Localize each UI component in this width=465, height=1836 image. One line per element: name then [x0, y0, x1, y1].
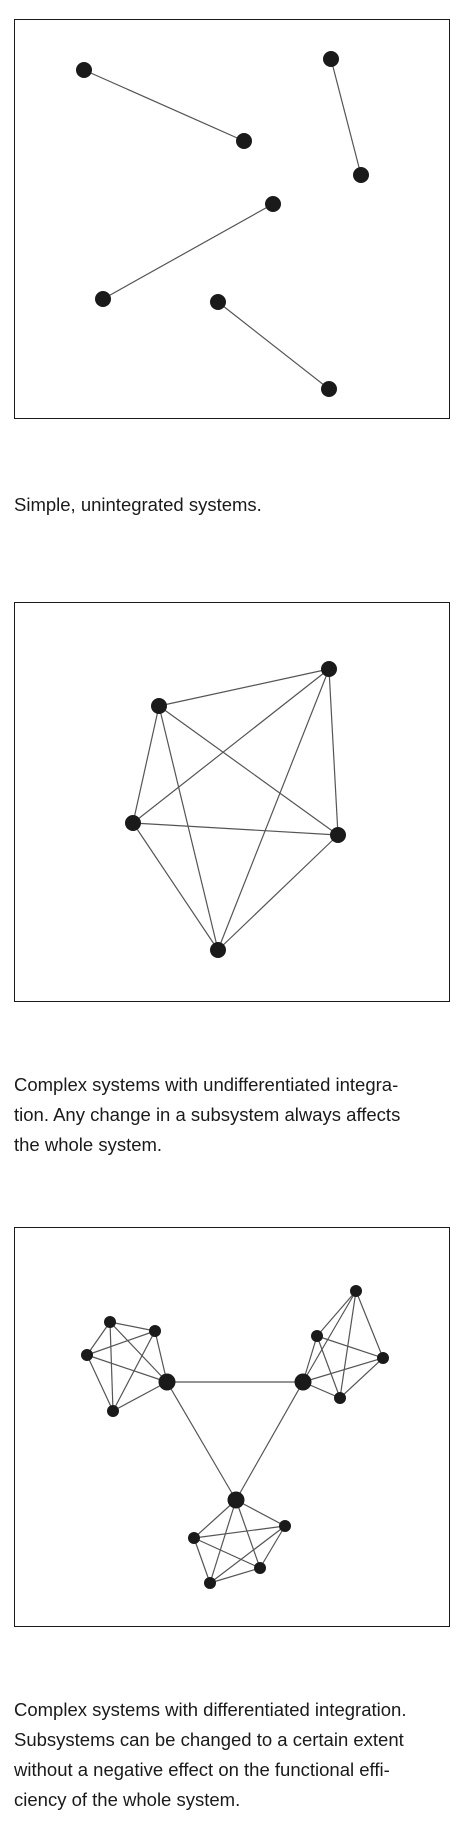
network-edge: [193, 1537, 211, 1584]
network-node: [265, 196, 281, 212]
network-node: [377, 1352, 389, 1364]
network-edge: [235, 1499, 261, 1569]
network-node: [188, 1532, 200, 1544]
network-edge: [193, 1525, 286, 1539]
network-edge: [132, 668, 330, 824]
network-node: [353, 167, 369, 183]
network-edge: [132, 822, 339, 836]
network-edge: [209, 1567, 261, 1584]
network-node: [204, 1577, 216, 1589]
network-node: [321, 661, 337, 677]
network-node: [95, 291, 111, 307]
network-edge: [102, 203, 274, 300]
network-edge: [302, 1290, 357, 1383]
network-node: [323, 51, 339, 67]
diagram-panel-undifferentiated: [14, 602, 450, 1002]
network-edge: [154, 1330, 168, 1383]
network-node: [279, 1520, 291, 1532]
network-edge: [109, 1321, 114, 1412]
network-edge: [112, 1381, 168, 1412]
network-node: [330, 827, 346, 843]
network-edge: [339, 1290, 357, 1399]
network-edge: [132, 822, 219, 951]
network-edge: [109, 1321, 168, 1383]
network-edge: [339, 1357, 384, 1399]
network-edge: [235, 1499, 286, 1527]
network-node: [254, 1562, 266, 1574]
network-edge: [158, 705, 219, 951]
network-edge: [86, 1354, 168, 1383]
network-edge: [259, 1525, 286, 1569]
network-diagram-unintegrated: [76, 51, 369, 397]
network-edge: [86, 1354, 114, 1412]
network-edge: [83, 69, 245, 142]
network-edge: [316, 1335, 341, 1399]
network-edge: [316, 1290, 357, 1337]
network-node: [151, 698, 167, 714]
network-edge: [166, 1381, 237, 1501]
network-edge: [209, 1499, 237, 1584]
network-node: [210, 942, 226, 958]
network-diagram-differentiated: [81, 1285, 389, 1589]
network-node: [227, 1491, 245, 1509]
caption-unintegrated: Simple, unintegrated systems.: [14, 494, 262, 515]
network-node: [81, 1349, 93, 1361]
network-node: [350, 1285, 362, 1297]
network-edge: [316, 1335, 384, 1359]
diagram-panel-unintegrated: [14, 19, 450, 419]
network-node: [321, 381, 337, 397]
network-edge: [328, 668, 339, 836]
network-node: [210, 294, 226, 310]
network-node: [107, 1405, 119, 1417]
network-edge: [158, 705, 339, 836]
diagram-panel-differentiated: [14, 1227, 450, 1627]
network-edge: [193, 1537, 261, 1569]
network-node: [76, 62, 92, 78]
network-edge: [158, 668, 330, 707]
network-node: [104, 1316, 116, 1328]
network-node: [149, 1325, 161, 1337]
network-edge: [193, 1499, 237, 1539]
network-diagram-undifferentiated: [125, 661, 346, 958]
network-edge: [217, 301, 330, 390]
network-edge: [132, 705, 160, 824]
network-edge: [109, 1321, 156, 1332]
caption-undifferentiated: Complex systems with undifferentiated in…: [14, 1074, 401, 1155]
network-edge: [217, 668, 330, 951]
network-edge: [209, 1525, 286, 1584]
network-edge: [330, 58, 362, 176]
network-edge: [355, 1290, 384, 1359]
network-node: [125, 815, 141, 831]
network-node: [334, 1392, 346, 1404]
caption-differentiated: Complex systems with differentiated inte…: [14, 1699, 407, 1810]
network-edge: [86, 1330, 156, 1356]
network-edge: [86, 1321, 111, 1356]
network-node: [294, 1373, 312, 1391]
network-node: [311, 1330, 323, 1342]
network-edge: [235, 1381, 304, 1501]
network-edge: [217, 834, 339, 951]
network-node: [236, 133, 252, 149]
network-node: [158, 1373, 176, 1391]
network-edge: [302, 1357, 384, 1383]
